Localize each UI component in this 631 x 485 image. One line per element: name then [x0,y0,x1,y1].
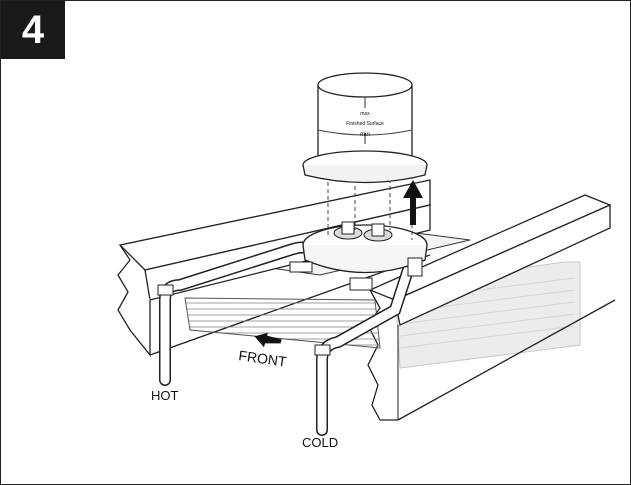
hot-label: HOT [151,388,179,403]
valve-body [289,221,428,291]
front-direction-arrow [254,332,282,348]
sleeve-finished-surface-mark: Finished Surface [346,121,384,127]
front-label: FRONT [238,347,288,370]
alignment-guides [327,168,413,240]
cold-supply-pipe [314,264,414,436]
lift-up-arrow [403,180,423,225]
sleeve-max-mark: max [360,111,370,117]
valve-sleeve [302,72,428,184]
sleeve-min-mark: min [360,132,370,138]
cold-label: COLD [302,435,338,450]
mounting-board [184,297,381,349]
step-number-badge: 4 [1,1,65,59]
